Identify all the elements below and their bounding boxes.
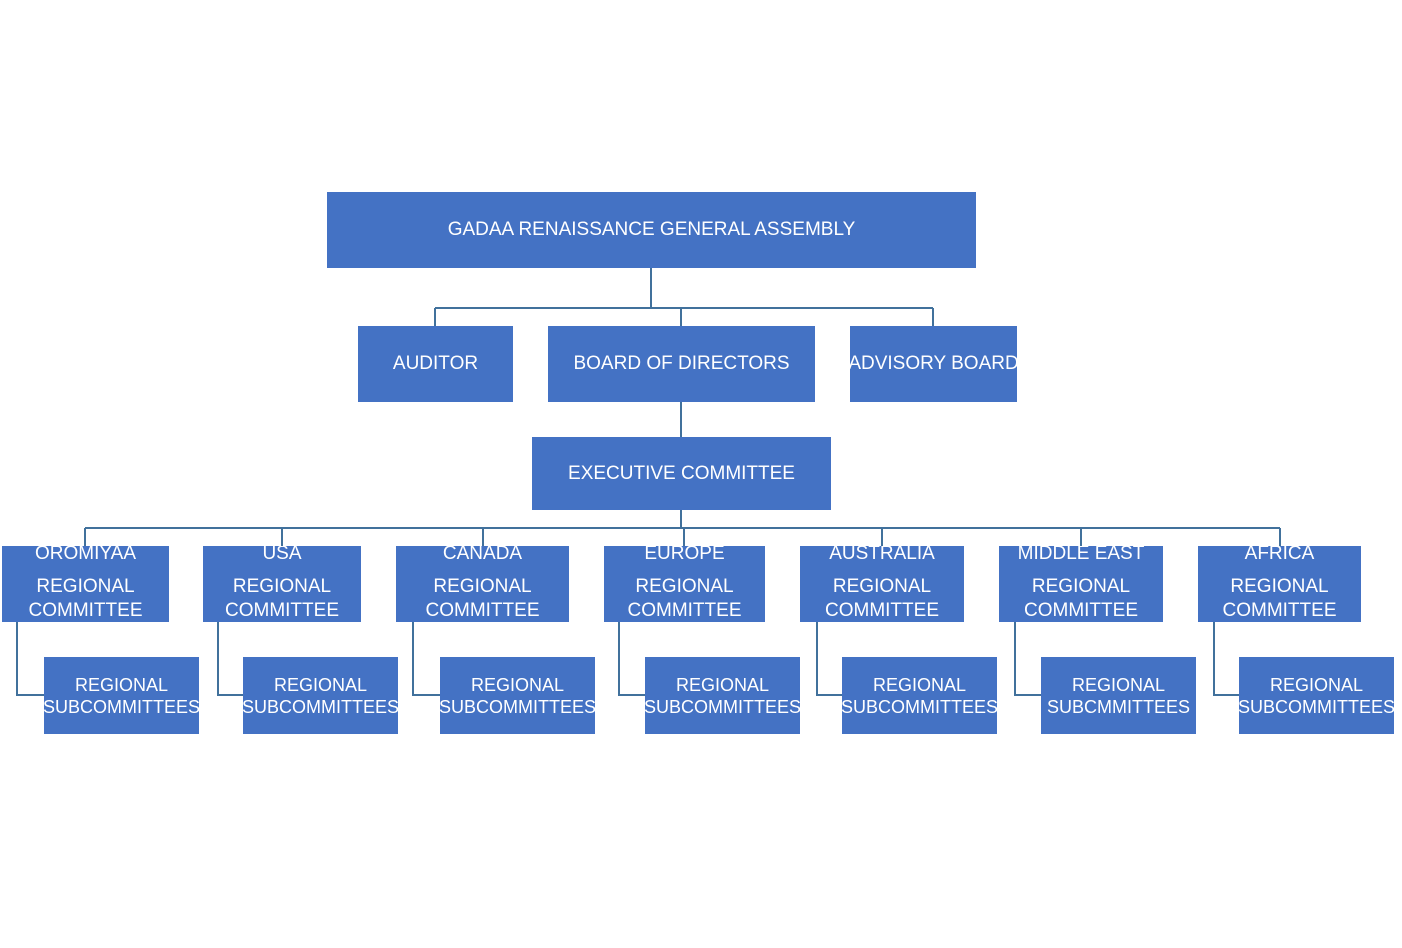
regional-subcommittees-australia: REGIONAL SUBCOMMITTEES bbox=[842, 657, 997, 734]
regional-subcommittees-canada: REGIONAL SUBCOMMITTEES bbox=[440, 657, 595, 734]
committee-title-line-2: COMMITTEE bbox=[825, 600, 939, 621]
subcommittee-line-1: REGIONAL bbox=[872, 674, 967, 695]
regional-subcommittees-middle-east: REGIONAL SUBCMMITTEES bbox=[1041, 657, 1196, 734]
regional-subcommittees-oromiyaa: REGIONAL SUBCOMMITTEES bbox=[44, 657, 199, 734]
regional-committee-africa: AFRICA REGIONAL COMMITTEE bbox=[1198, 546, 1361, 622]
committee-title-line-2: COMMITTEE bbox=[627, 600, 742, 621]
region-name: CANADA bbox=[442, 546, 523, 564]
regional-committee-europe: EUROPE REGIONAL COMMITTEE bbox=[604, 546, 765, 622]
committee-title-line-1: REGIONAL bbox=[36, 576, 135, 597]
committee-title-line-1: REGIONAL bbox=[832, 576, 932, 597]
subcommittee-line-2: SUBCOMMITTEES bbox=[842, 696, 997, 717]
general-assembly-box: GADAA RENAISSANCE GENERAL ASSEMBLY bbox=[327, 192, 976, 268]
committee-title-line-2: COMMITTEE bbox=[1222, 600, 1337, 621]
region-name: MIDDLE EAST bbox=[1017, 546, 1145, 564]
subcommittee-line-2: SUBCOMMITTEES bbox=[440, 696, 595, 717]
region-name: OROMIYAA bbox=[35, 546, 136, 564]
executive-committee-box: EXECUTIVE COMMITTEE bbox=[532, 437, 831, 510]
subcommittee-line-1: REGIONAL bbox=[1071, 674, 1166, 695]
subcommittee-line-1: REGIONAL bbox=[74, 674, 169, 695]
subcommittee-line-1: REGIONAL bbox=[273, 674, 368, 695]
regional-committee-oromiyaa: OROMIYAA REGIONAL COMMITTEE bbox=[2, 546, 169, 622]
regional-subcommittees-africa: REGIONAL SUBCOMMITTEES bbox=[1239, 657, 1394, 734]
subcommittee-line-1: REGIONAL bbox=[675, 674, 770, 695]
regional-committee-canada: CANADA REGIONAL COMMITTEE bbox=[396, 546, 569, 622]
region-name: EUROPE bbox=[644, 546, 725, 564]
connector bbox=[1014, 622, 1041, 696]
connector bbox=[816, 622, 842, 696]
subcommittee-line-1: REGIONAL bbox=[1269, 674, 1364, 695]
regional-committee-australia: AUSTRALIA REGIONAL COMMITTEE bbox=[800, 546, 964, 622]
committee-title-line-1: REGIONAL bbox=[1031, 576, 1131, 597]
connector bbox=[618, 622, 645, 696]
auditor-box: AUDITOR bbox=[358, 326, 513, 402]
connector bbox=[412, 622, 440, 696]
regional-committee-usa: USA REGIONAL COMMITTEE bbox=[203, 546, 361, 622]
committee-title-line-2: COMMITTEE bbox=[1024, 600, 1138, 621]
committee-title-line-1: REGIONAL bbox=[1230, 576, 1329, 597]
subcommittee-line-2: SUBCOMMITTEES bbox=[1239, 696, 1394, 717]
region-name: USA bbox=[262, 546, 302, 564]
advisory-board-box: ADVISORY BOARD bbox=[850, 326, 1017, 402]
subcommittee-line-2: SUBCOMMITTEES bbox=[645, 696, 800, 717]
region-name: AFRICA bbox=[1244, 546, 1315, 564]
subcommittee-line-1: REGIONAL bbox=[470, 674, 565, 695]
committee-title-line-1: REGIONAL bbox=[433, 576, 532, 597]
committee-title-line-2: COMMITTEE bbox=[28, 600, 143, 621]
regional-subcommittees-usa: REGIONAL SUBCOMMITTEES bbox=[243, 657, 398, 734]
committee-title-line-1: REGIONAL bbox=[635, 576, 734, 597]
committee-title-line-1: REGIONAL bbox=[232, 576, 332, 597]
subcommittee-line-2: SUBCOMMITTEES bbox=[44, 696, 199, 717]
connector bbox=[1213, 622, 1239, 696]
regional-committee-middle-east: MIDDLE EAST REGIONAL COMMITTEE bbox=[999, 546, 1163, 622]
committee-title-line-2: COMMITTEE bbox=[425, 600, 540, 621]
subcommittee-line-2: SUBCOMMITTEES bbox=[243, 696, 398, 717]
connector bbox=[16, 622, 44, 696]
connector bbox=[217, 622, 243, 696]
regional-subcommittees-europe: REGIONAL SUBCOMMITTEES bbox=[645, 657, 800, 734]
region-name: AUSTRALIA bbox=[829, 546, 935, 564]
subcommittee-line-2: SUBCMMITTEES bbox=[1046, 696, 1190, 717]
board-of-directors-box: BOARD OF DIRECTORS bbox=[548, 326, 815, 402]
committee-title-line-2: COMMITTEE bbox=[225, 600, 339, 621]
